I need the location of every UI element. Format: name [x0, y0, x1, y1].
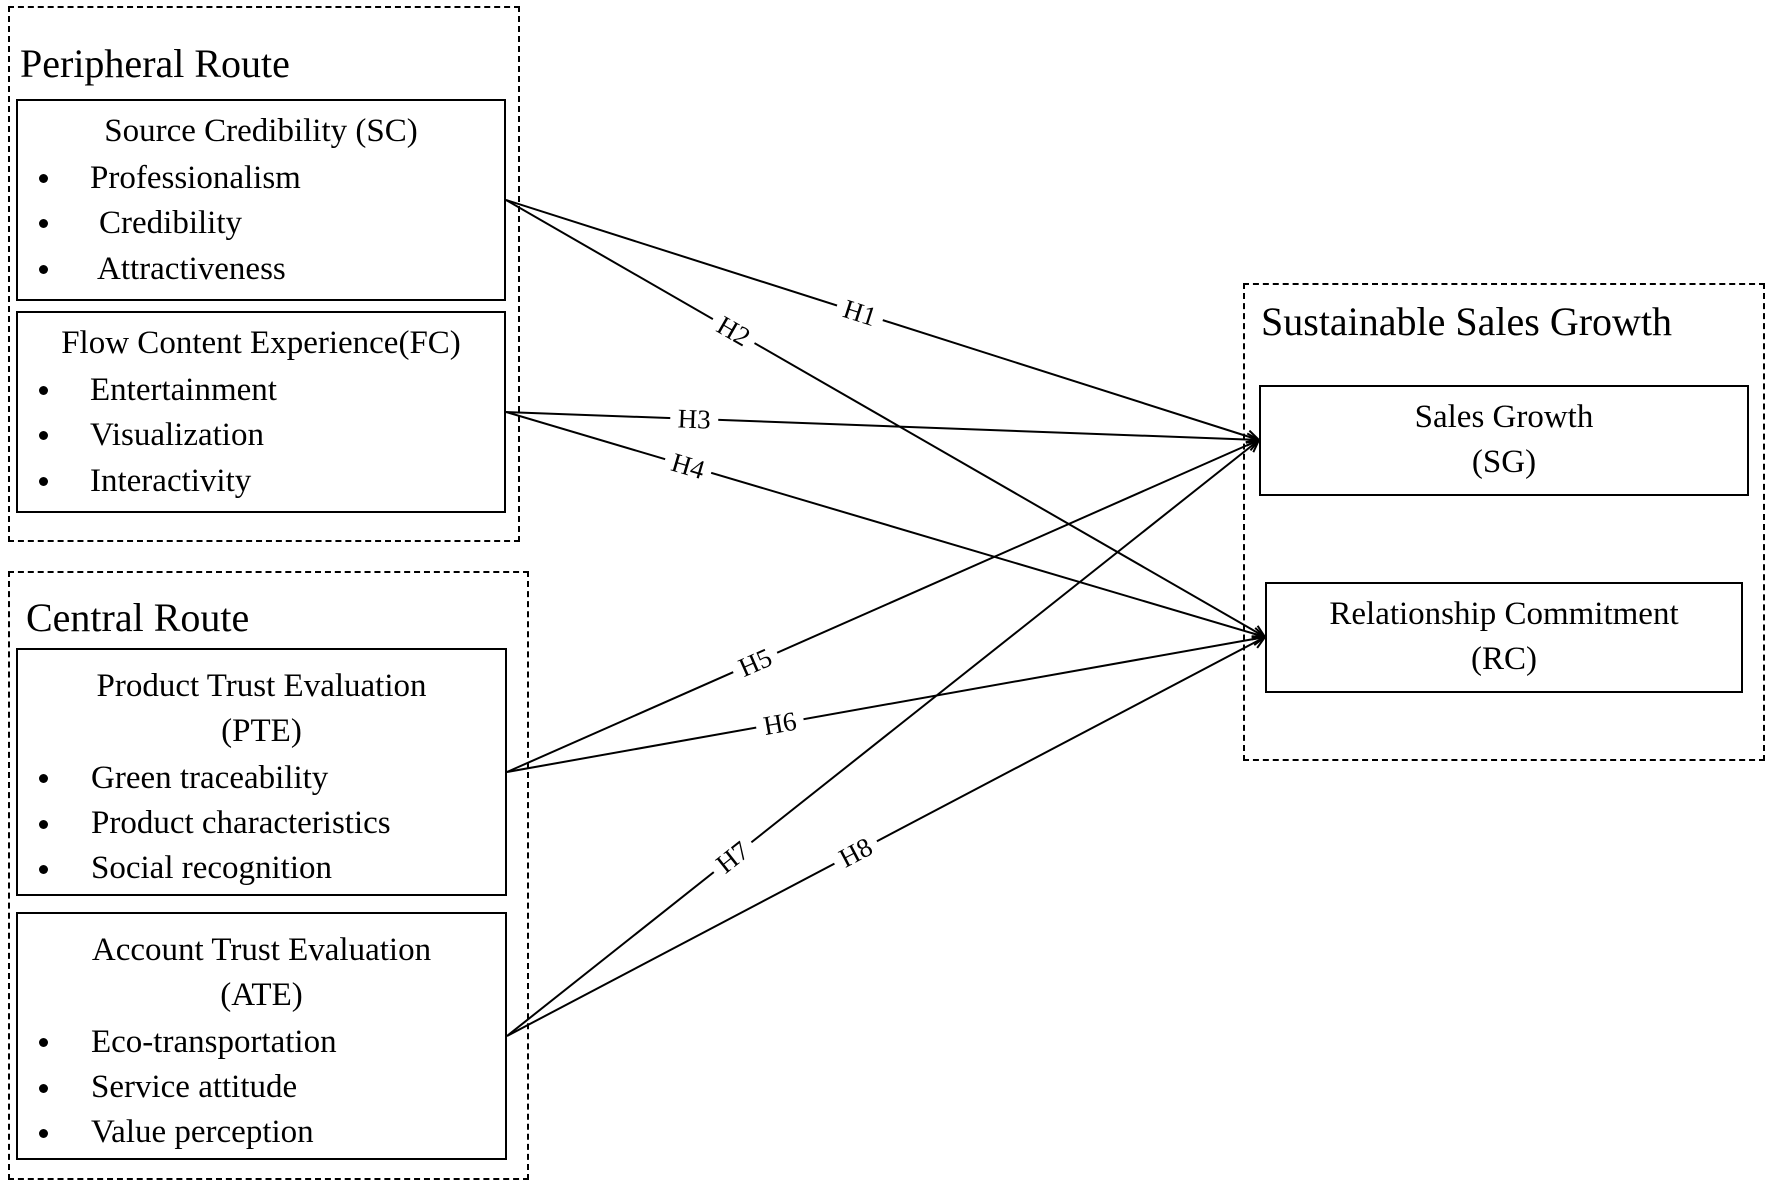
fc-item-interactivity: Interactivity — [90, 463, 252, 499]
central-route-title: Central Route — [26, 595, 250, 640]
bullet-icon — [39, 820, 48, 829]
bullet-icon — [39, 477, 48, 486]
arrow-h3 — [505, 411, 1259, 440]
label-background-h2 — [704, 305, 763, 357]
fc-item-visualization: Visualization — [90, 417, 264, 453]
sales-growth-box: Sales Growth (SG) — [1259, 385, 1749, 496]
bullet-icon — [39, 774, 48, 783]
peripheral-route-group — [8, 6, 520, 542]
sc-item-attractiveness: Attractiveness — [97, 251, 286, 287]
label-background-h5 — [726, 638, 784, 687]
sc-item-credibility: Credibility — [99, 205, 242, 241]
sales-growth-title: Sales Growth — [1414, 399, 1594, 435]
hypothesis-label-h6: H6 — [761, 706, 799, 741]
source-credibility-title: Source Credibility (SC) — [104, 113, 418, 149]
central-route-group — [8, 571, 529, 1180]
label-background-h7 — [703, 829, 762, 885]
ate-item-value-perception: Value perception — [91, 1114, 314, 1150]
bullet-icon — [39, 1038, 48, 1047]
hypothesis-label-h3: H3 — [677, 403, 711, 434]
account-trust-box: Account Trust Evaluation (ATE) Eco-trans… — [16, 912, 507, 1160]
bullet-icon — [39, 219, 48, 228]
pte-item-green-traceability: Green traceability — [91, 760, 329, 796]
label-background-h4 — [660, 443, 716, 489]
pte-item-social-recognition: Social recognition — [91, 850, 333, 886]
peripheral-route-title: Peripheral Route — [20, 41, 290, 86]
arrow-h8 — [506, 637, 1265, 1037]
label-background-h6 — [753, 703, 807, 744]
ate-item-service-attitude: Service attitude — [91, 1069, 298, 1105]
relationship-commitment-box: Relationship Commitment (RC) — [1265, 582, 1743, 693]
arrow-h5 — [506, 440, 1259, 773]
bullet-icon — [39, 431, 48, 440]
bullet-icon — [39, 386, 48, 395]
label-background-h1 — [832, 290, 888, 336]
sc-item-professionalism: Professionalism — [90, 160, 301, 196]
bullet-icon — [39, 865, 48, 874]
label-background-h8 — [826, 827, 885, 878]
product-trust-title: Product Trust Evaluation — [96, 668, 427, 704]
account-trust-abbrev: (ATE) — [220, 977, 303, 1013]
sales-growth-abbrev: (SG) — [1471, 444, 1537, 480]
relationship-commitment-title: Relationship Commitment — [1329, 596, 1679, 632]
flow-content-box: Flow Content Experience(FC) Entertainmen… — [16, 311, 506, 513]
account-trust-title: Account Trust Evaluation — [91, 932, 432, 968]
flow-content-title: Flow Content Experience(FC) — [61, 325, 461, 361]
bullet-icon — [39, 174, 48, 183]
ate-item-eco-transportation: Eco-transportation — [91, 1024, 337, 1060]
sustainable-sales-growth-title: Sustainable Sales Growth — [1261, 299, 1673, 344]
arrow-h7 — [506, 440, 1259, 1037]
source-credibility-box: Source Credibility (SC) Professionalism … — [16, 99, 506, 301]
relationship-commitment-abbrev: (RC) — [1471, 641, 1537, 677]
bullet-icon — [39, 265, 48, 274]
product-trust-box: Product Trust Evaluation (PTE) Green tra… — [16, 648, 507, 896]
fc-item-entertainment: Entertainment — [90, 372, 277, 408]
pte-item-product-characteristics: Product characteristics — [91, 805, 391, 841]
bullet-icon — [39, 1129, 48, 1138]
label-background-h3 — [669, 402, 719, 436]
arrow-h2 — [505, 199, 1265, 637]
bullet-icon — [39, 1084, 48, 1093]
sustainable-sales-growth-group — [1243, 283, 1765, 761]
arrow-h4 — [505, 411, 1265, 637]
arrow-h6 — [506, 637, 1265, 773]
product-trust-abbrev: (PTE) — [221, 713, 302, 749]
